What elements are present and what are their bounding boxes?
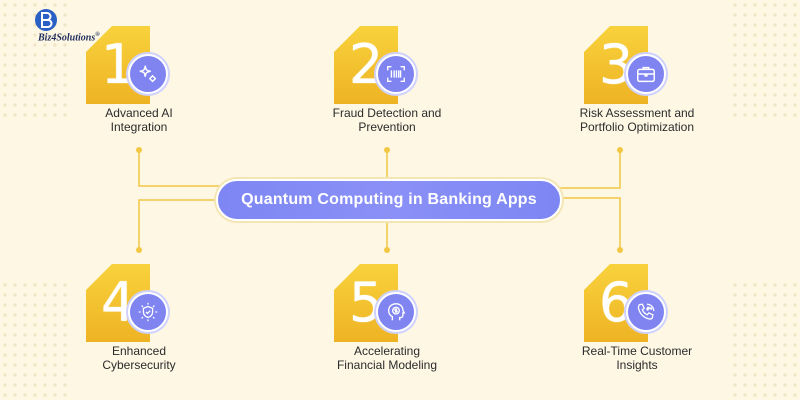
brand-name: Biz4Solutions® (38, 32, 100, 44)
dot-pattern-bottom-left (0, 280, 70, 400)
briefcase-icon (626, 54, 666, 94)
brand-logo[interactable]: Biz4Solutions® (34, 8, 104, 44)
item-customer-insights: 6 Real-Time Customer Insights (552, 264, 722, 389)
barcode-scan-icon (376, 54, 416, 94)
item-risk-assessment: 3 Risk Assessment and Portfolio Optimiza… (552, 26, 722, 151)
head-dollar-icon (376, 292, 416, 332)
item-label: Advanced AI Integration (105, 106, 173, 134)
dot-pattern-bottom-right (730, 280, 800, 400)
logo-b-icon (35, 9, 57, 31)
central-topic: Quantum Computing in Banking Apps (216, 179, 562, 221)
phone-24-icon (626, 292, 666, 332)
item-label: Risk Assessment and Portfolio Optimizati… (579, 106, 695, 134)
shield-network-icon (128, 292, 168, 332)
item-financial-modeling: 5 Accelerating Financial Modeling (302, 264, 472, 389)
dot-pattern-top-right (730, 0, 800, 120)
item-fraud-detection: 2 Fraud Detection and Prevention (302, 26, 472, 151)
item-advanced-ai: 1 Advanced AI Integration (54, 26, 224, 151)
item-label: Fraud Detection and Prevention (332, 106, 442, 134)
item-label: Real-Time Customer Insights (581, 344, 693, 372)
item-label: Accelerating Financial Modeling (336, 344, 438, 372)
sparkle-ai-icon (128, 54, 168, 94)
item-cybersecurity: 4 Enhanced Cybersecurity (54, 264, 224, 389)
item-label: Enhanced Cybersecurity (102, 344, 176, 372)
